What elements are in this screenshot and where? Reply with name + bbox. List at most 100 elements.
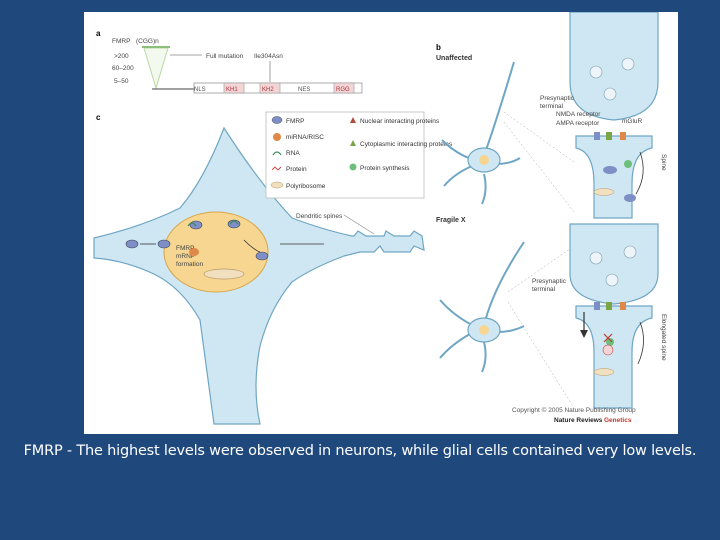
fmrp-icon [624,194,636,202]
vesicle-icon [623,245,637,259]
legend-box [265,111,425,199]
arrow-head [580,330,588,338]
vesicle-icon [589,65,603,79]
fmrp-icon [255,251,269,261]
receptor-icon [620,132,626,140]
polyribosome-icon [203,268,245,280]
point-mutation-label: Ile304Asn [254,53,283,60]
zoom-line [507,301,575,409]
domain-kh1-box [223,82,245,94]
spine-pointer [343,214,375,235]
full-mutation-label: Full mutation [206,53,244,60]
publisher: Nature Reviews [554,417,603,424]
unaffected-neuron [441,61,521,205]
figure-panel: a FMRP (CGG)n >200 60–200 5–50 Full muta… [84,11,678,434]
unaffected-nucleus [479,155,489,165]
fmrp-icon [125,239,139,249]
copyright: Copyright © 2005 Nature Publishing Group [512,406,636,414]
fragile-x-label: Fragile X [436,217,466,224]
domain-nes: NES [298,87,310,93]
panel-label-a: a [96,29,101,38]
domain-kh2-box [259,82,281,94]
presynaptic-label-2: terminal [532,286,556,293]
domain-rgg: RGG [336,87,350,93]
nucleus [163,211,269,293]
arrow [637,321,644,365]
ampa-receptor-label: AMPA receptor [556,120,600,127]
repeat-mid: 60–200 [112,65,134,72]
publisher-sub: Genetics [604,417,632,424]
mirna-icon [273,133,281,141]
presynaptic-label-1: Presynaptic [540,95,575,102]
receptor-icon [620,302,626,310]
repeat-high: >200 [114,53,129,60]
legend-item-fmrp: FMRP [286,118,304,125]
fmrp-diagram: a FMRP (CGG)n >200 60–200 5–50 Full muta… [93,11,667,425]
presynaptic-label-1: Presynaptic [532,278,567,285]
gene-label: FMRP [112,38,130,45]
receptor-icon [606,132,612,140]
unaffected-label: Unaffected [436,55,472,62]
receptor-icon [594,132,600,140]
nuclear-protein-icon [350,117,356,123]
dendrite [481,341,487,373]
dendrite [439,333,471,359]
protein-synthesis-icon [624,160,632,168]
domain-rgg-box [333,82,355,94]
repeat-low: 5–50 [114,78,129,85]
polyribosome-icon [593,368,615,376]
dendrite [485,241,525,319]
dendritic-spines-label: Dendritic spines [296,213,343,220]
zoom-line [507,245,575,293]
fragile-x-neuron [439,241,525,373]
presynaptic-label-2: terminal [540,103,564,110]
spine-label: Spine [660,154,667,171]
rna-icon [272,151,282,156]
fmrp-icon [603,166,617,174]
rna-icon [229,220,239,225]
fmrp-icon [271,116,283,124]
vesicle-icon [603,87,617,101]
fmrp-icon [157,239,171,249]
polyribosome-icon [270,181,284,189]
legend-item-polyribosome: Polyribosome [286,183,326,190]
elongated-spine [575,305,653,409]
protein-icon [271,166,282,171]
cytoplasmic-protein-icon [350,140,356,146]
dendritic-spine [575,135,653,219]
dendrite [497,325,525,333]
arrow [635,151,644,195]
zoom-line [503,121,575,213]
panel-label-b: b [436,43,441,52]
polyribosome-icon [593,188,615,196]
legend-item-protein: Protein [286,166,307,173]
block-x-icon [603,333,613,343]
arrow [243,239,261,253]
legend-item-nuclear-interacting: Nuclear interacting proteins [360,118,440,125]
legend-item-protein-synthesis: Protein synthesis [360,165,410,172]
nucleus-text-3: formation [176,261,203,268]
protein-synthesis-icon [349,163,357,171]
nmda-receptor-label: NMDA receptor [556,111,601,118]
fragile-x-nucleus [479,325,489,335]
block-circle-icon [602,344,614,356]
vesicle-icon [589,251,603,265]
repeat-label: (CGG)n [136,38,159,45]
vesicle-icon [605,273,619,287]
legend-item-rna: RNA [286,150,300,157]
dendrite [439,299,475,327]
domain-nls: NLS [194,87,206,93]
caption: FMRP - The highest levels were observed … [23,443,697,459]
repeat-triangle [143,47,169,90]
dendrite [443,165,473,187]
mglur-label: mGluR [622,118,643,125]
elongated-spine-label: Elongated spine [660,314,667,361]
vesicle-icon [621,57,635,71]
dendrite [485,61,515,151]
dendrite [481,173,487,205]
legend-item-mirna: miRNA/RISC [286,134,324,141]
presynaptic-terminal [569,11,659,121]
neuron-cell-body [93,126,425,425]
domain-kh2: KH2 [262,87,274,93]
mirna-icon [189,248,199,256]
